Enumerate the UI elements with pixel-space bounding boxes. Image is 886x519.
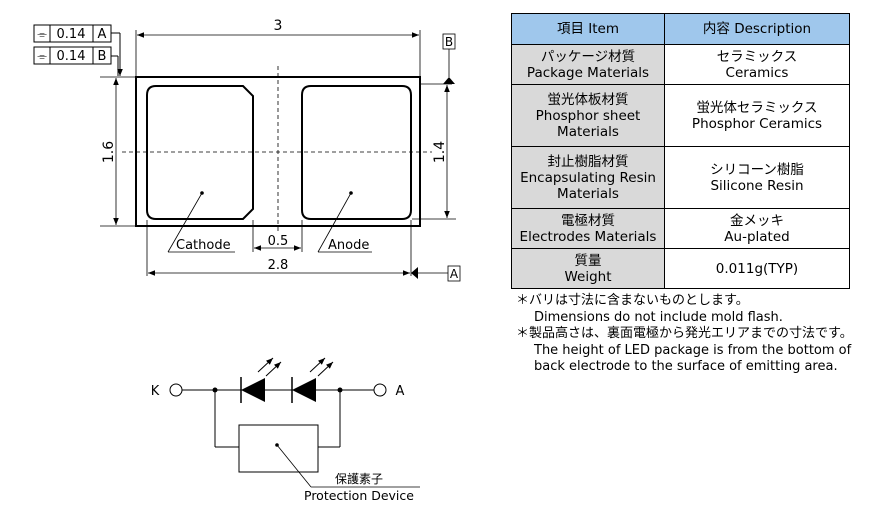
cell-line: Electrodes Materials <box>519 228 657 245</box>
protection-leader <box>276 444 420 488</box>
cell-line: 蛍光体セラミックス <box>696 99 818 116</box>
cell-line: Silicone Resin <box>710 177 804 194</box>
protection-device-box <box>238 424 319 473</box>
header-description: 内容 Description <box>664 13 850 45</box>
junction-right <box>337 387 343 393</box>
materials-table: 項目 Item 内容 Description パッケージ材質 Package M… <box>511 13 850 289</box>
row-weight-desc: 0.011g(TYP) <box>664 248 850 289</box>
notes-block: ＊バリは寸法に含まないものとします。 Dimensions do not inc… <box>516 293 853 376</box>
pad-leaders <box>167 192 372 253</box>
table-row: 蛍光体板材質 Phosphor sheet Materials 蛍光体セラミック… <box>511 84 850 147</box>
row-electrode-item: 電極材質 Electrodes Materials <box>511 208 665 249</box>
cathode-label: Cathode <box>176 238 231 253</box>
terminal-a-label: A <box>396 384 405 399</box>
cathode-leader-dot <box>200 191 204 195</box>
terminal-k <box>169 383 183 397</box>
terminal-a <box>373 383 387 397</box>
row-package-desc: セラミックス Ceramics <box>664 44 850 85</box>
led-diode-2 <box>291 377 316 403</box>
anode-label: Anode <box>328 238 369 253</box>
dimension-pad-gap <box>252 220 303 252</box>
datum-a-label: A <box>450 267 459 281</box>
note-2-en-line-2: back electrode to the surface of emittin… <box>534 359 838 374</box>
table-row: パッケージ材質 Package Materials セラミックス Ceramic… <box>511 44 850 85</box>
dimension-pad-height-label: 1.4 <box>432 141 448 163</box>
junction-left <box>212 387 218 393</box>
row-electrode-desc: 金メッキ Au-plated <box>664 208 850 249</box>
cell-line: 金メッキ <box>730 212 784 229</box>
tolerance-symbol-b: ⌯ <box>37 49 47 63</box>
cell-line: Weight <box>564 268 612 285</box>
cell-line: 電極材質 <box>561 212 615 229</box>
datum-b-marker <box>420 33 456 85</box>
protection-label-jp: 保護素子 <box>335 471 383 486</box>
cell-line: Phosphor Ceramics <box>691 115 823 132</box>
led-diode-1 <box>240 377 265 403</box>
center-lines <box>122 66 432 232</box>
tolerance-datum-b: B <box>98 49 107 64</box>
cell-line: 封止樹脂材質 <box>547 153 629 170</box>
dimension-pad-height <box>412 85 456 220</box>
row-phosphor-item: 蛍光体板材質 Phosphor sheet Materials <box>511 84 665 147</box>
cell-line: パッケージ材質 <box>540 48 636 65</box>
table-row: 封止樹脂材質 Encapsulating Resin Materials シリコ… <box>511 146 850 209</box>
anode-pad <box>301 85 412 220</box>
row-phosphor-desc: 蛍光体セラミックス Phosphor Ceramics <box>664 84 850 147</box>
anode-leader-dot <box>349 191 353 195</box>
tolerance-value-b: 0.14 <box>57 49 86 64</box>
cell-line: Au-plated <box>724 228 790 245</box>
cell-line: セラミックス <box>716 48 798 65</box>
terminal-k-label: K <box>151 384 160 399</box>
emission-arrows-2 <box>309 357 334 377</box>
table-row: 電極材質 Electrodes Materials 金メッキ Au-plated <box>511 208 850 249</box>
tolerance-symbol-a: ⌯ <box>37 27 47 41</box>
datum-a-triangle <box>411 267 418 279</box>
row-resin-item: 封止樹脂材質 Encapsulating Resin Materials <box>511 146 665 209</box>
cell-line: Phosphor sheet <box>535 107 641 124</box>
cell-line: シリコーン樹脂 <box>710 161 804 178</box>
emission-arrows-1 <box>257 357 282 377</box>
table-header-row: 項目 Item 内容 Description <box>511 13 850 45</box>
dimension-length-label: 3 <box>274 18 283 34</box>
tolerance-value-a: 0.14 <box>57 27 86 42</box>
protection-label-en: Protection Device <box>304 488 414 503</box>
cell-line: 0.011g(TYP) <box>715 260 799 277</box>
cell-line: Encapsulating Resin <box>520 169 656 186</box>
dimension-span-label: 2.8 <box>268 258 289 273</box>
cell-line: 質量 <box>574 252 602 269</box>
cathode-pad <box>146 85 254 220</box>
dimension-overall-width <box>100 76 135 227</box>
note-2-en-line-1: The height of LED package is from the bo… <box>534 342 852 358</box>
cell-line: Ceramics <box>725 64 789 81</box>
cell-line: 蛍光体板材質 <box>547 91 629 108</box>
dimension-width-label: 1.6 <box>101 141 117 163</box>
cell-line: Materials <box>557 123 619 140</box>
dimension-overall-length <box>135 30 421 76</box>
datum-b-label: B <box>445 35 453 49</box>
header-item: 項目 Item <box>511 13 665 45</box>
row-weight-item: 質量 Weight <box>511 248 665 289</box>
table-row: 質量 Weight 0.011g(TYP) <box>511 248 850 289</box>
dimension-gap-label: 0.5 <box>268 234 289 249</box>
datum-b-triangle <box>443 77 455 84</box>
dimension-pad-span <box>146 220 461 282</box>
note-1-en: Dimensions do not include mold flash. <box>534 309 783 325</box>
cell-line: Package Materials <box>526 64 650 81</box>
tolerance-datum-a: A <box>98 27 107 42</box>
cell-line: Materials <box>557 185 619 202</box>
note-1-jp: ＊バリは寸法に含まないものとします。 <box>516 293 749 308</box>
tolerance-leaders <box>111 32 123 76</box>
row-resin-desc: シリコーン樹脂 Silicone Resin <box>664 146 850 209</box>
note-2-jp: ＊製品高さは、裏面電極から発光エリアまでの寸法です。 <box>516 326 853 341</box>
row-package-item: パッケージ材質 Package Materials <box>511 44 665 85</box>
